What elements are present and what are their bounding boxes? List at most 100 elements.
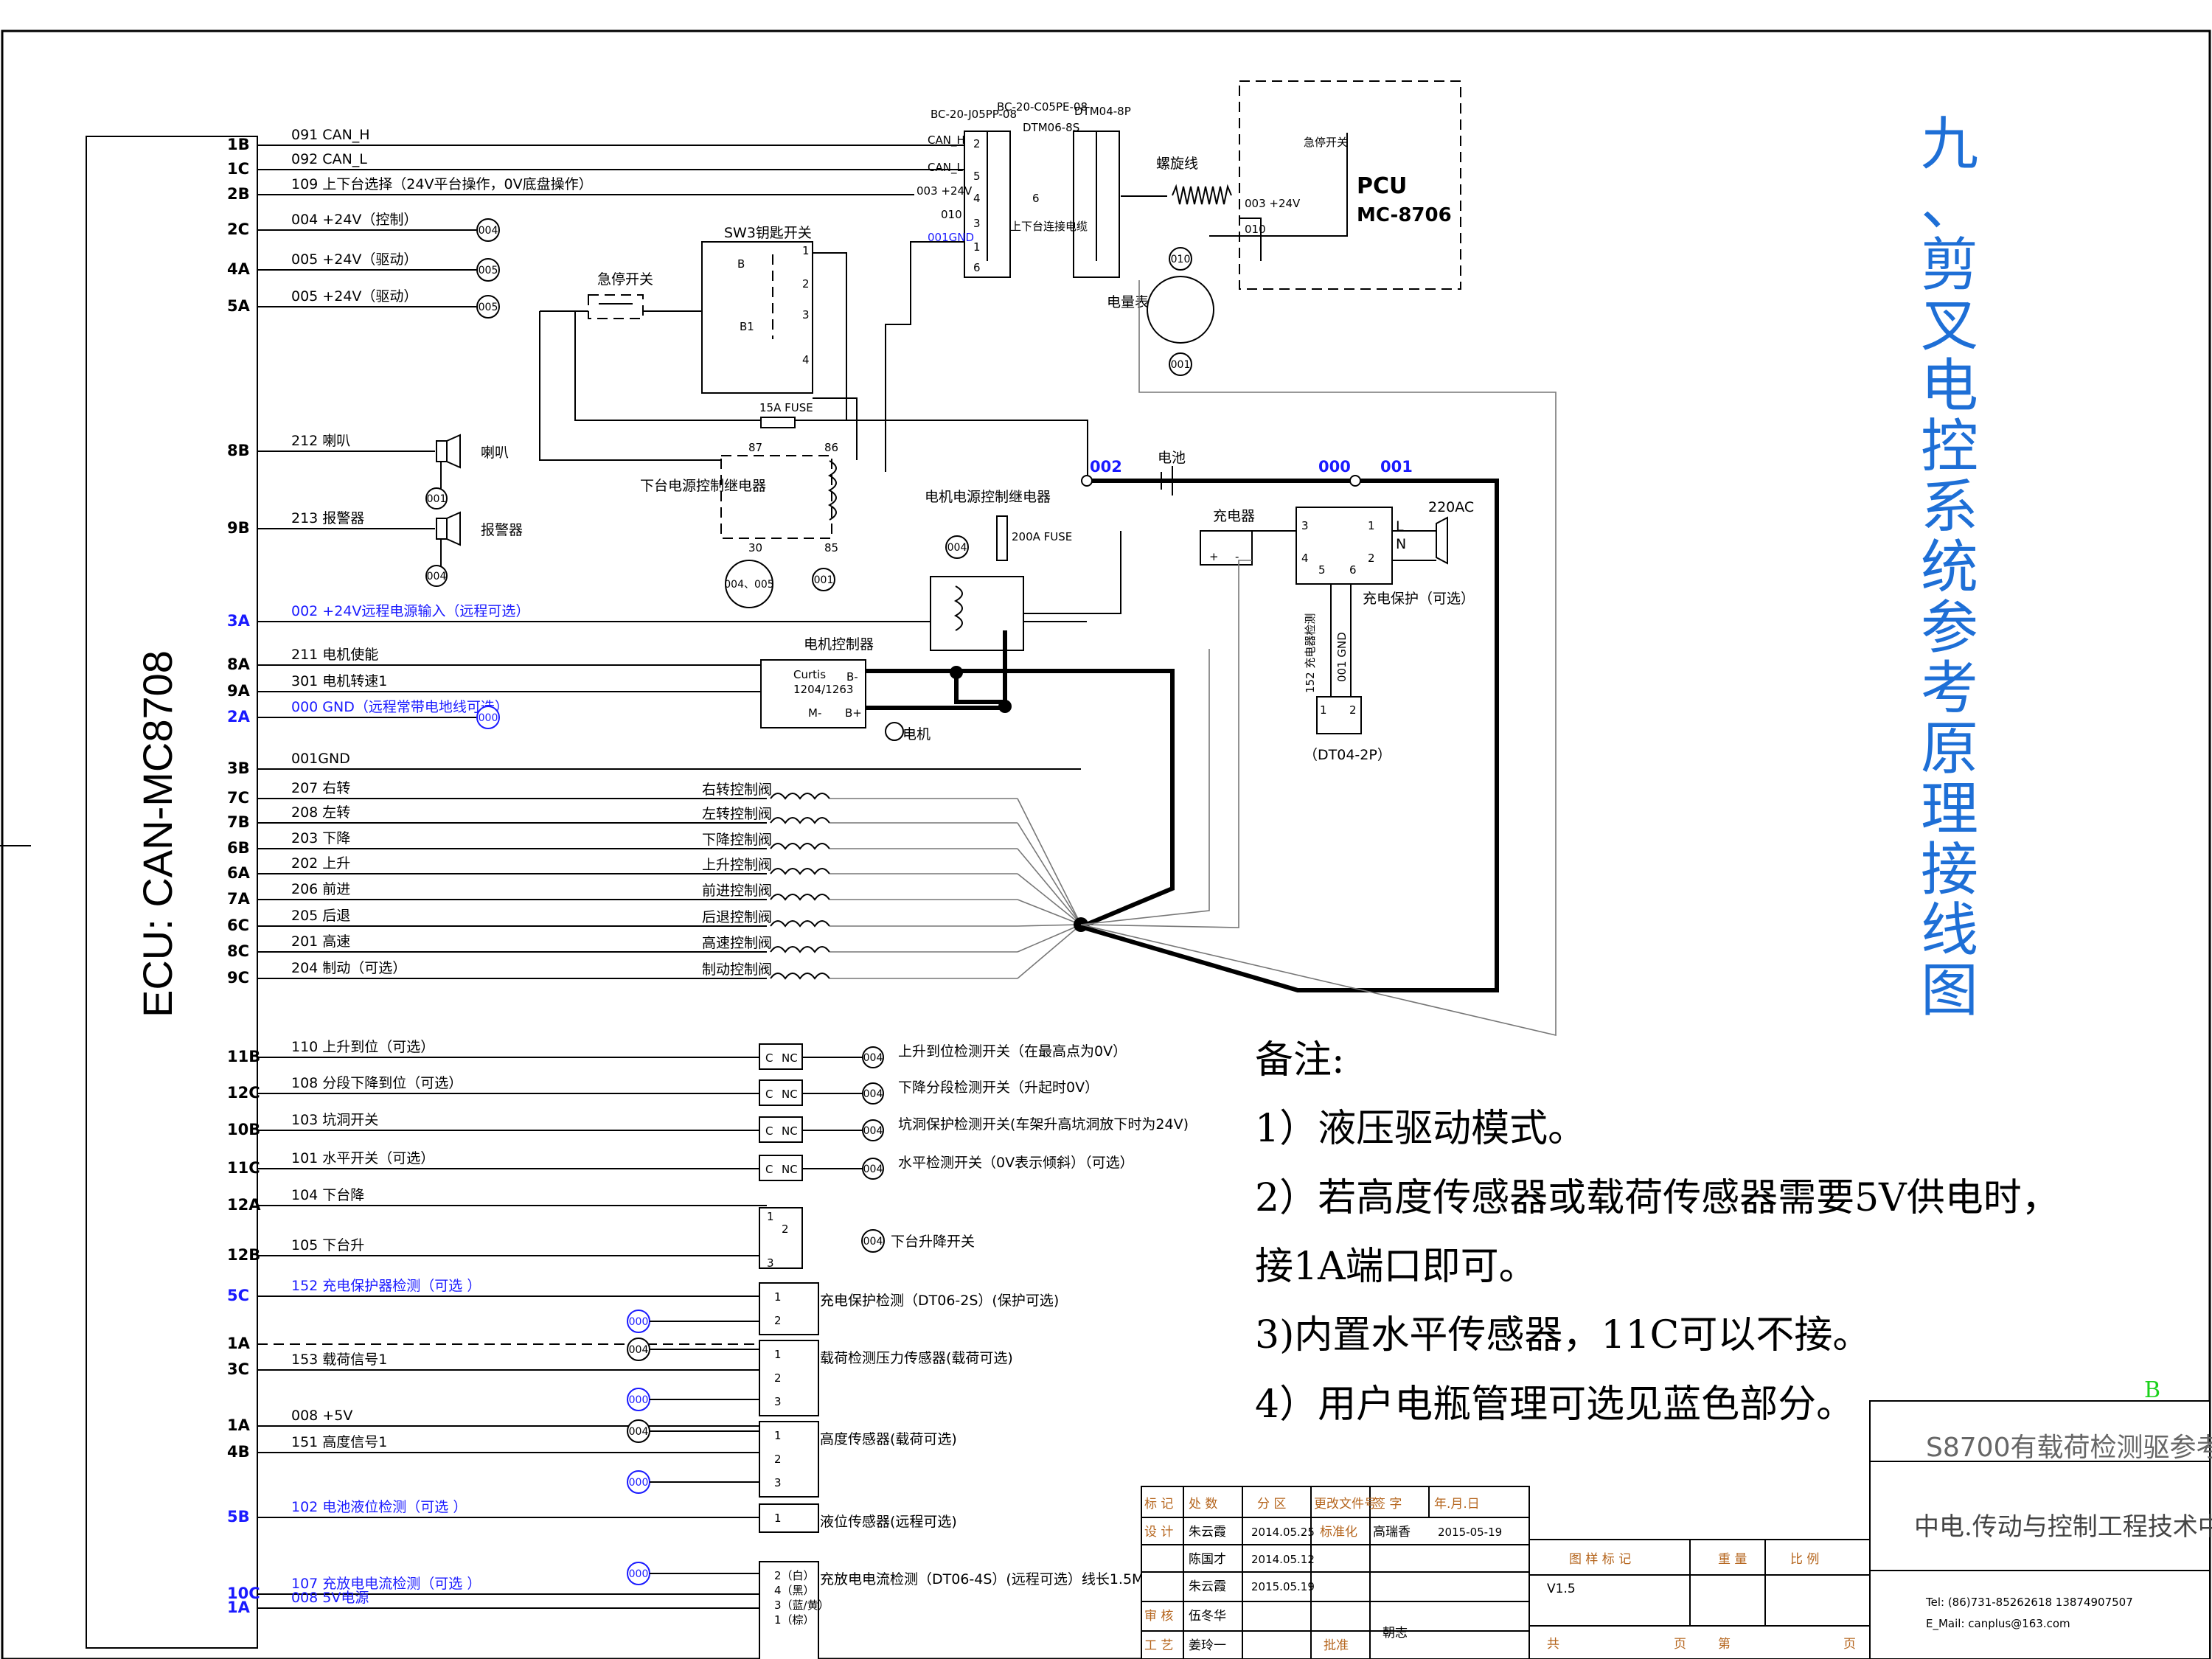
ecu-pin-6c: 6C	[227, 917, 249, 934]
svg-text:NC: NC	[782, 1124, 798, 1138]
svg-text:签 字: 签 字	[1373, 1497, 1402, 1512]
svg-text:2: 2	[973, 137, 981, 150]
svg-text:4（黑）: 4（黑）	[774, 1584, 815, 1597]
ecu-pin-label: 107 充放电电流检测（可选 ）	[291, 1576, 481, 1592]
ecu-pin-label: 103 坑洞开关	[291, 1112, 378, 1128]
ecu-pin-label: 204 制动（可选）	[291, 960, 406, 976]
title-char: 统	[1921, 535, 1978, 601]
svg-text:6: 6	[973, 261, 981, 274]
svg-text:标 记: 标 记	[1144, 1497, 1173, 1512]
ecu-pin-12b: 12B	[227, 1246, 260, 1264]
wire-tag: 000	[479, 712, 498, 724]
ecu-pin-5a: 5A	[227, 297, 251, 315]
ecu-pin-label: 091 CAN_H	[291, 127, 370, 143]
svg-text:200A FUSE: 200A FUSE	[1012, 530, 1072, 543]
svg-text:004: 004	[947, 542, 967, 554]
svg-text:共: 共	[1547, 1637, 1559, 1652]
motor-controller: 电机控制器 Curtis 1204/1263 B- B+ M- 电机	[760, 636, 931, 742]
svg-text:第: 第	[1718, 1637, 1731, 1652]
horn-label: 喇叭	[481, 445, 509, 461]
svg-text:B: B	[737, 257, 745, 271]
ecu-pin-9c: 9C	[227, 969, 249, 987]
ecu-pin-label: 213 报警器	[291, 510, 364, 526]
svg-text:1: 1	[1320, 703, 1327, 717]
svg-text:001: 001	[427, 493, 447, 505]
svg-text:5: 5	[1318, 563, 1326, 577]
svg-text:004: 004	[427, 571, 447, 582]
ecu-pin-label: 002 +24V远程电源输入（远程可选）	[291, 603, 529, 619]
ecu-pin-label: 301 电机转速1	[291, 673, 387, 689]
ecu-label: ECU: CAN-MC8708	[134, 650, 181, 1018]
estop-switch: 急停开关	[588, 271, 653, 319]
svg-text:高瑞香: 高瑞香	[1373, 1525, 1411, 1540]
ecu-pin-5b: 5B	[227, 1508, 250, 1526]
charger: 充电器 + -	[1200, 508, 1255, 566]
ecu-pin-label: 105 下台升	[291, 1237, 364, 1253]
svg-text:2（白）: 2（白）	[774, 1569, 815, 1582]
svg-text:（DT04-2P）: （DT04-2P）	[1304, 747, 1391, 763]
svg-text:1: 1	[1368, 519, 1375, 532]
svg-text:下台电源控制继电器: 下台电源控制继电器	[640, 478, 766, 494]
ecu-pin-4b: 4B	[227, 1443, 250, 1461]
dt04-connector: 1 2 （DT04-2P）	[1304, 696, 1391, 763]
ecu-pin-9b: 9B	[227, 519, 250, 537]
svg-text:001GND: 001GND	[928, 231, 974, 244]
ecu-pin-1a: 1A	[227, 1416, 251, 1434]
lower-updown-switch: 2 1 3 004 下台升降开关	[759, 1207, 975, 1270]
motor-power-relay: 电机电源控制继电器 004 200A FUSE	[925, 489, 1072, 651]
svg-text:+: +	[1209, 550, 1219, 563]
ecu-pin-7a: 7A	[227, 890, 251, 908]
sensor-connectors: 12充电保护检测（DT06-2S）(保护可选)123载荷检测压力传感器(载荷可选…	[627, 1282, 1253, 1659]
svg-text:分 区: 分 区	[1257, 1497, 1286, 1512]
wire-000: 000	[1318, 458, 1351, 476]
svg-text:2: 2	[802, 277, 810, 291]
ecu-pin-2c: 2C	[227, 220, 249, 238]
ecu-pin-label: 005 +24V（驱动）	[291, 251, 417, 268]
svg-text:标准化: 标准化	[1320, 1525, 1357, 1540]
valve-label: 后退控制阀	[702, 909, 772, 925]
switch-label: 坑洞保护检测开关(车架升高坑洞放下时为24V)	[898, 1116, 1189, 1133]
ecu-pin-label: 092 CAN_L	[291, 151, 367, 167]
svg-text:NC: NC	[782, 1051, 798, 1065]
ecu-pin-label: 005 +24V（驱动）	[291, 288, 417, 305]
svg-text:3: 3	[774, 1395, 782, 1408]
svg-text:年.月.日: 年.月.日	[1434, 1497, 1480, 1512]
ecu-pin-12a: 12A	[227, 1196, 261, 1214]
ecu-pin-label: 151 高度信号1	[291, 1434, 387, 1450]
svg-text:Curtis: Curtis	[793, 668, 826, 681]
svg-text:重 量: 重 量	[1718, 1552, 1747, 1567]
svg-text:2: 2	[1368, 552, 1375, 565]
svg-text:上下台连接电缆: 上下台连接电缆	[1010, 220, 1088, 233]
svg-text:CAN_L: CAN_L	[928, 161, 963, 175]
sensor-label: 载荷检测压力传感器(载荷可选)	[820, 1350, 1013, 1366]
svg-text:DTM04-8P: DTM04-8P	[1074, 105, 1131, 118]
svg-text:页: 页	[1674, 1637, 1686, 1652]
note-4: 3)内置水平传感器，11C可以不接。	[1255, 1313, 1871, 1357]
notes: 备注: 1）液压驱动模式。 2）若高度传感器或载荷传感器需要5V供电时， 接1A…	[1255, 1038, 2060, 1427]
title-char: 参	[1921, 595, 1978, 661]
svg-text:2: 2	[774, 1453, 782, 1466]
svg-text:2: 2	[782, 1222, 789, 1236]
title-char: 、	[1921, 172, 1978, 238]
title-char: 理	[1921, 776, 1978, 843]
svg-text:NC: NC	[782, 1163, 798, 1176]
board-connectors: BC-20-J05PP-08 BC-20-C05PE-08 DTM06-8S D…	[917, 100, 1131, 278]
svg-text:003 +24V: 003 +24V	[1245, 197, 1301, 210]
title-block: B S8700有载荷检测驱参考接线图 中电.传动与控制工程技术中心 Tel: (…	[1141, 1377, 2212, 1659]
ecu-pin-label: 203 下降	[291, 830, 350, 846]
svg-text:000: 000	[629, 1477, 649, 1489]
svg-text:001: 001	[814, 574, 834, 586]
ecu-pin-3b: 3B	[227, 759, 250, 777]
note-2: 2）若高度传感器或载荷传感器需要5V供电时，	[1255, 1176, 2060, 1220]
svg-text:004: 004	[863, 1052, 883, 1064]
svg-text:2015-05-19: 2015-05-19	[1438, 1526, 1502, 1539]
svg-text:1: 1	[802, 244, 810, 257]
valve-label: 左转控制阀	[702, 806, 772, 822]
ecu-pin-label: 000 GND（远程常带电地线可选）	[291, 699, 509, 715]
valve-label: 前进控制阀	[702, 883, 772, 899]
version: V1.5	[1547, 1582, 1576, 1596]
revision-mark: B	[2144, 1377, 2160, 1403]
note-5: 4）用户电瓶管理可选见蓝色部分。	[1255, 1382, 1854, 1427]
svg-text:朱云霞: 朱云霞	[1189, 1525, 1226, 1540]
charger-detect-label: 152 充电器检测	[1304, 613, 1317, 693]
